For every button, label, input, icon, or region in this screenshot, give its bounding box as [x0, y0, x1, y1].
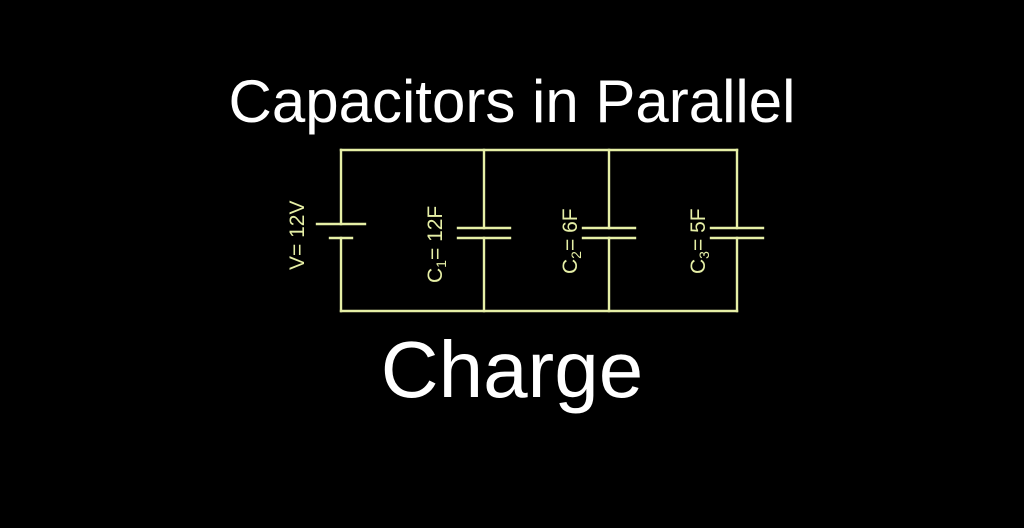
capacitor-1-symbol	[456, 226, 512, 240]
c1-subscript: 1	[433, 260, 449, 268]
circuit-wires	[339, 148, 739, 313]
c3-symbol: C	[687, 259, 710, 274]
c2-value: = 6F	[559, 208, 582, 251]
capacitor-3-label: C3= 5F	[687, 208, 712, 274]
capacitor-2-symbol	[581, 226, 637, 240]
page-title: Capacitors in Parallel	[228, 68, 796, 135]
c1-value: = 12F	[424, 206, 447, 260]
battery-label: V= 12V	[286, 201, 309, 270]
subtitle: Charge	[380, 325, 644, 414]
capacitor-2-label: C2= 6F	[559, 208, 584, 274]
capacitor-3-symbol	[709, 226, 765, 240]
c3-value: = 5F	[687, 208, 710, 251]
c2-symbol: C	[559, 259, 582, 274]
c2-subscript: 2	[568, 251, 584, 259]
c3-subscript: 3	[696, 251, 712, 259]
capacitor-1-label: C1= 12F	[424, 206, 449, 283]
battery-symbol	[315, 222, 367, 240]
c1-symbol: C	[424, 268, 447, 283]
